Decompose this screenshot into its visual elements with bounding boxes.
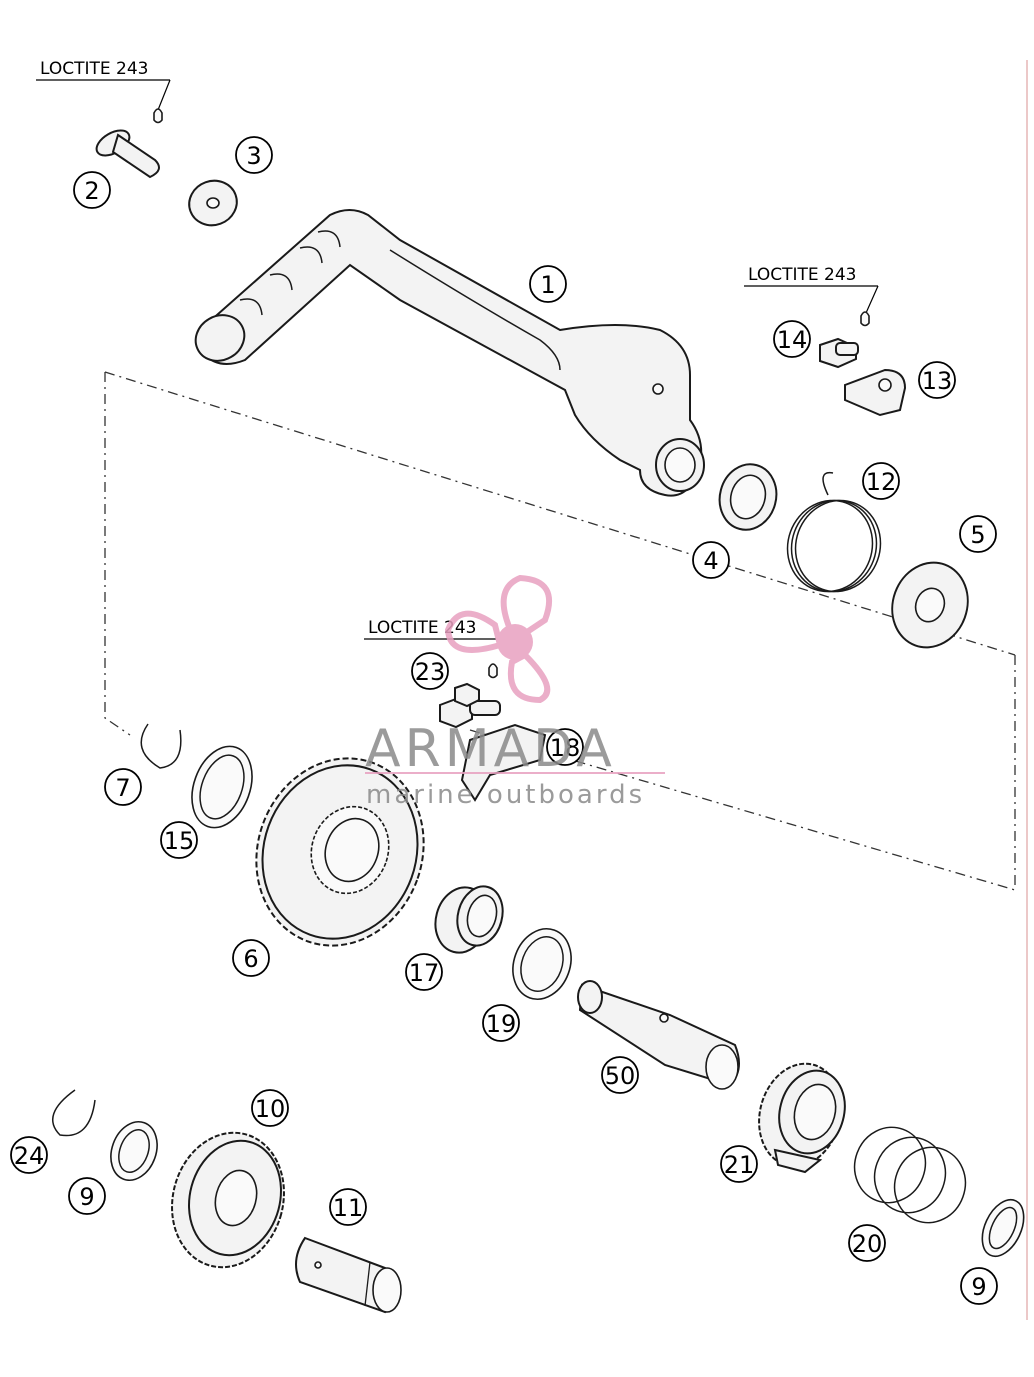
loctite-label-top: LOCTITE 243 <box>36 59 171 124</box>
svg-text:17: 17 <box>409 959 440 987</box>
callout-11: 11 <box>329 1188 367 1226</box>
callout-9-left: 9 <box>68 1177 106 1215</box>
part-pawl-18 <box>460 723 547 802</box>
svg-text:2: 2 <box>84 177 99 205</box>
callout-9-right: 9 <box>960 1267 998 1305</box>
svg-text:19: 19 <box>486 1010 517 1038</box>
svg-text:4: 4 <box>703 547 718 575</box>
callout-4: 4 <box>692 541 730 579</box>
callout-19: 19 <box>482 1004 520 1042</box>
svg-text:9: 9 <box>971 1273 986 1301</box>
part-circlip-7 <box>140 723 182 769</box>
part-ratchet-21 <box>758 1062 846 1174</box>
part-washer-5 <box>891 561 969 649</box>
svg-text:15: 15 <box>164 827 195 855</box>
callout-2: 2 <box>73 171 111 209</box>
watermark-logo: ARMADA marine outboards <box>365 574 665 810</box>
assembly-dash-lines <box>104 371 1016 891</box>
callout-50: 50 <box>601 1056 639 1094</box>
svg-text:5: 5 <box>970 521 985 549</box>
loctite-drop-icon <box>153 108 163 124</box>
svg-text:13: 13 <box>922 367 953 395</box>
callout-5: 5 <box>959 515 997 553</box>
svg-text:6: 6 <box>243 945 258 973</box>
callout-14: 14 <box>773 320 811 358</box>
callout-7: 7 <box>104 768 142 806</box>
svg-text:50: 50 <box>605 1062 636 1090</box>
part-gear-6 <box>255 757 425 947</box>
callout-6: 6 <box>232 939 270 977</box>
svg-text:10: 10 <box>255 1095 286 1123</box>
loctite-drop-icon <box>860 311 870 327</box>
callout-12: 12 <box>862 462 900 500</box>
part-bracket-13 <box>844 368 907 417</box>
callout-13: 13 <box>918 361 956 399</box>
svg-text:20: 20 <box>852 1230 883 1258</box>
callout-3: 3 <box>235 136 273 174</box>
svg-text:3: 3 <box>246 142 261 170</box>
part-bolt-23 <box>439 682 501 729</box>
callout-1: 1 <box>529 265 567 303</box>
svg-text:1: 1 <box>540 271 555 299</box>
part-bearing-17 <box>434 885 504 954</box>
svg-text:21: 21 <box>724 1151 755 1179</box>
svg-text:LOCTITE 243: LOCTITE 243 <box>748 265 857 285</box>
part-shaft-50 <box>577 980 740 1090</box>
part-washer-19 <box>512 928 572 1000</box>
part-circlip-24 <box>51 1089 96 1137</box>
part-washer-3 <box>188 179 238 227</box>
part-washer-15 <box>191 745 253 829</box>
callout-18: 18 <box>546 728 584 766</box>
svg-text:9: 9 <box>79 1183 94 1211</box>
svg-text:24: 24 <box>14 1142 45 1170</box>
part-washer-9-right <box>981 1198 1025 1258</box>
part-kickstarter-lever <box>194 209 705 497</box>
svg-text:18: 18 <box>550 734 581 762</box>
svg-text:marine outboards: marine outboards <box>366 780 645 810</box>
svg-text:12: 12 <box>866 468 897 496</box>
svg-text:11: 11 <box>333 1194 364 1222</box>
part-pin-bolt <box>95 129 160 179</box>
part-washer-9-left <box>110 1121 158 1181</box>
svg-text:7: 7 <box>115 774 130 802</box>
part-pin-11 <box>295 1236 402 1314</box>
callout-20: 20 <box>848 1224 886 1262</box>
part-spring-20 <box>853 1126 967 1224</box>
loctite-drop-icon <box>488 663 498 679</box>
callout-21: 21 <box>720 1145 758 1183</box>
part-gear-10 <box>171 1131 285 1269</box>
callout-17: 17 <box>405 953 443 991</box>
part-bolt-14 <box>819 337 859 369</box>
svg-text:LOCTITE 243: LOCTITE 243 <box>368 618 477 638</box>
callout-15: 15 <box>160 821 198 859</box>
svg-text:ARMADA: ARMADA <box>365 719 616 779</box>
svg-text:LOCTITE 243: LOCTITE 243 <box>40 59 149 79</box>
loctite-label-right: LOCTITE 243 <box>744 265 879 327</box>
callout-10: 10 <box>251 1089 289 1127</box>
svg-text:23: 23 <box>415 658 446 686</box>
propeller-icon <box>444 574 552 704</box>
svg-text:14: 14 <box>777 326 808 354</box>
part-spring-12 <box>786 471 882 593</box>
callout-24: 24 <box>10 1136 48 1174</box>
callout-23: 23 <box>411 652 449 690</box>
part-seal-4 <box>718 463 778 531</box>
